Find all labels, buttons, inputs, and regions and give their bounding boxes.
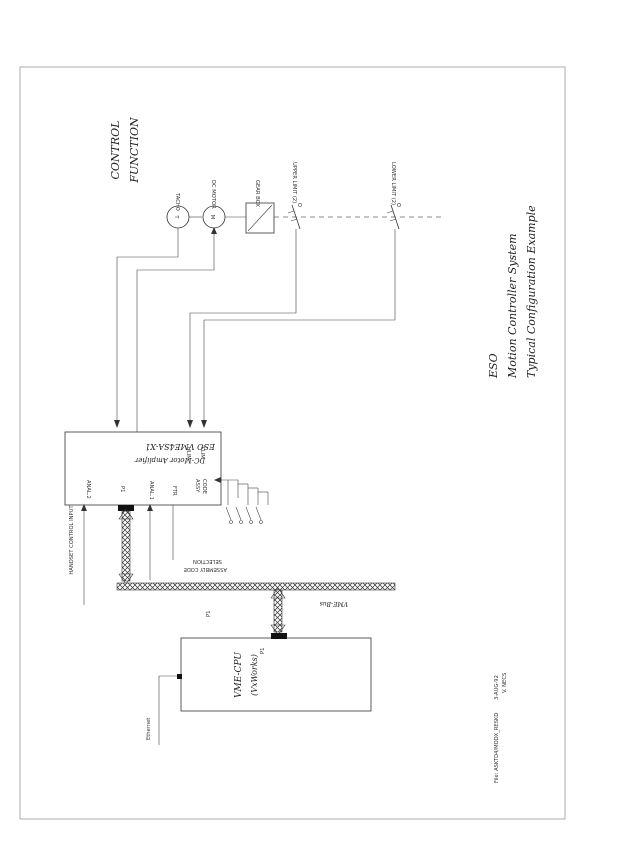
port-anal1: ANAL.1	[148, 481, 154, 500]
wire-ethernet	[158, 675, 177, 745]
system-title-line3: Typical Configuration Example	[525, 205, 538, 378]
cpu-title: VME-CPU	[234, 652, 244, 698]
system-title-line2: Motion Controller System	[506, 233, 519, 379]
ethernet-port	[177, 674, 182, 679]
port-llim: LLIM	[199, 447, 205, 459]
gear-box-label: GEAR BOX	[254, 180, 260, 207]
page-border	[19, 66, 566, 820]
port-ftr: FTR	[171, 486, 177, 496]
amplifier-box: ESO VME4SA-X1 DC-Motor Amplifier ULIM LL…	[64, 431, 222, 506]
cpu-p1: P1	[260, 648, 266, 654]
port-code: CODE	[201, 479, 207, 494]
vme-bus	[116, 582, 396, 591]
handset-label: HANDSET CONTROL INPUT	[69, 505, 75, 575]
control-function-line2: FUNCTION	[128, 117, 141, 184]
amplifier-p1-connector	[118, 505, 134, 511]
gear-box: GEAR BOX	[245, 180, 275, 234]
tacho: T TACHO	[166, 192, 190, 229]
footer-date: 3-AUG-92	[494, 675, 500, 700]
lower-limit-label: LOWER LIMIT (2)	[390, 162, 396, 205]
port-anal2: ANAL.2	[85, 480, 91, 499]
cpu-bus-ribbon	[273, 589, 283, 633]
upper-limit-label: UPPER LIMIT (2)	[291, 162, 297, 203]
tacho-symbol: T	[173, 214, 179, 219]
port-assy: ASSY	[194, 479, 200, 493]
wire-motor	[136, 228, 215, 432]
assembly-code-label-2: SELECTION	[193, 558, 222, 564]
amplifier-subtitle: DC-Motor Amplifier	[134, 456, 206, 464]
control-function-line1: CONTROL	[109, 120, 122, 179]
dc-motor-label: DC MOTOR	[210, 180, 216, 209]
tacho-label: TACHO	[174, 192, 180, 211]
ethernet-label: Ethernet	[146, 718, 152, 740]
cpu-p1-top: P1	[206, 611, 212, 617]
amplifier-title: ESO VME4SA-X1	[145, 442, 216, 451]
footer-author: V. NECS	[502, 673, 508, 693]
wire-lower-limit	[203, 229, 396, 425]
cpu-subtitle: (VxWorks)	[250, 654, 259, 696]
port-ulim: ULIM	[185, 447, 191, 460]
wire-tacho	[116, 228, 179, 425]
port-p1: P1	[119, 486, 125, 492]
cpu-p1-connector	[271, 633, 287, 639]
system-title-line1: ESO	[487, 353, 500, 379]
lower-limit-switch: LOWER LIMIT (2)	[386, 162, 401, 230]
amplifier-bus-ribbon	[121, 510, 131, 582]
cpu-box: VME-CPU (VxWorks)	[180, 633, 372, 712]
vme-bus-label: VME-Bus	[320, 600, 348, 607]
wire-upper-limit	[189, 229, 297, 425]
dc-motor: M DC MOTOR	[202, 180, 226, 229]
upper-limit-switch: UPPER LIMIT (2)	[287, 162, 302, 230]
assembly-code-label-1: ASSEMBLY CODE	[184, 566, 227, 572]
dc-motor-symbol: M	[209, 215, 215, 219]
footer-file: File: ASKTD4/MODX_RESKD	[494, 713, 500, 783]
assembly-code-selection: ASSEMBLY CODE SELECTION	[184, 477, 269, 572]
